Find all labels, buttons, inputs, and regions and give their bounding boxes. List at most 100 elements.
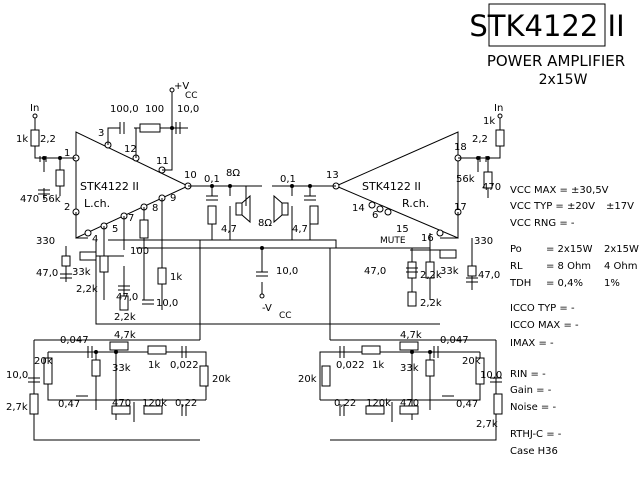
pin-15-node — [384, 208, 392, 216]
channel-right-label: R.ch. — [402, 197, 429, 210]
spec-vcc-typ-alt: ±17V — [606, 201, 634, 212]
speakers — [235, 194, 289, 224]
input-right-label: In — [494, 103, 503, 114]
svg-text:20k: 20k — [34, 356, 53, 367]
svg-text:330: 330 — [36, 236, 55, 247]
svg-text:2,2: 2,2 — [472, 134, 488, 145]
svg-text:100: 100 — [130, 246, 149, 257]
svg-text:2,2k: 2,2k — [420, 298, 442, 309]
neg-vcc-label: -V — [262, 303, 272, 314]
spec-gain: Gain = - — [510, 385, 552, 396]
svg-text:33k: 33k — [112, 363, 131, 374]
spec-vcc-max: VCC MAX = ±30,5V — [510, 185, 609, 196]
pin-4-node — [84, 229, 92, 237]
svg-text:0,47: 0,47 — [456, 399, 478, 410]
spec-tdh-label: TDH — [509, 278, 531, 289]
svg-text:10,0: 10,0 — [276, 266, 298, 277]
amp-triangle-right — [334, 131, 459, 239]
amp-triangle-left — [75, 131, 190, 239]
component-values: In In +V CC -V CC MUTE 1k 2,2 470 56k 10… — [6, 81, 503, 430]
spec-tdh-alt: 1% — [604, 278, 620, 289]
spec-po-alt: 2x15W — [604, 244, 639, 255]
pin-13-label: 13 — [326, 170, 339, 181]
svg-text:47,0: 47,0 — [364, 266, 386, 277]
svg-text:47,0: 47,0 — [36, 268, 58, 279]
vcc-terminal — [169, 87, 175, 93]
pin-1-label: 1 — [64, 148, 70, 159]
junctions — [42, 126, 490, 354]
pin-9-label: 9 — [170, 193, 176, 204]
svg-text:10,0: 10,0 — [156, 298, 178, 309]
pin-11-label: 11 — [156, 156, 169, 167]
svg-text:470: 470 — [20, 194, 39, 205]
svg-text:10,0: 10,0 — [6, 370, 28, 381]
spec-noise: Noise = - — [510, 402, 556, 413]
svg-text:2,2: 2,2 — [40, 134, 56, 145]
pin-14-label: 14 — [352, 203, 365, 214]
pin-10-label: 10 — [184, 170, 197, 181]
pin-16-node — [436, 229, 444, 237]
pin-2-label: 2 — [64, 202, 70, 213]
svg-text:33k: 33k — [400, 363, 419, 374]
channel-left-label: L.ch. — [84, 197, 110, 210]
device-type: POWER AMPLIFIER — [487, 52, 625, 70]
svg-text:1k: 1k — [16, 134, 28, 145]
svg-text:4,7k: 4,7k — [114, 330, 136, 341]
pin-6-label: 6 — [372, 210, 378, 221]
part-number-box — [488, 3, 606, 47]
svg-text:8Ω: 8Ω — [226, 168, 240, 179]
spec-po-value: = 2x15W — [546, 244, 593, 255]
spec-table: VCC MAX = ±30,5V VCC TYP = ±20V ±17V VCC… — [509, 185, 639, 457]
pin-7-label: 7 — [128, 213, 134, 224]
svg-text:0,022: 0,022 — [170, 360, 199, 371]
svg-text:1k: 1k — [170, 272, 182, 283]
pin-14-node — [368, 201, 376, 209]
pin-17-label: 17 — [454, 202, 467, 213]
svg-text:330: 330 — [474, 236, 493, 247]
svg-text:2,2k: 2,2k — [76, 284, 98, 295]
spec-rin: RIN = - — [510, 369, 546, 380]
svg-text:4,7: 4,7 — [292, 224, 308, 235]
pin-6-node — [376, 205, 384, 213]
svg-text:100: 100 — [145, 104, 164, 115]
device-output: 2x15W — [539, 72, 588, 88]
input-left-terminal — [32, 113, 38, 119]
svg-text:20k: 20k — [212, 374, 231, 385]
pin-16-label: 16 — [421, 233, 434, 244]
svg-text:8Ω: 8Ω — [258, 218, 272, 229]
svg-text:0,047: 0,047 — [440, 335, 469, 346]
svg-text:0,022: 0,022 — [336, 360, 365, 371]
svg-text:100,0: 100,0 — [110, 104, 139, 115]
svg-text:0,22: 0,22 — [334, 398, 356, 409]
neg-vcc-sub: CC — [279, 311, 292, 321]
svg-text:2,2k: 2,2k — [114, 312, 136, 323]
spec-rthj: RTHJ-C = - — [510, 429, 562, 440]
input-left-label: In — [30, 103, 39, 114]
input-right-terminal — [497, 113, 503, 119]
svg-text:0,22: 0,22 — [175, 398, 197, 409]
ic-label-left: STK4122 II — [80, 180, 139, 193]
svg-text:4,7k: 4,7k — [400, 330, 422, 341]
part-number: STK4122 II — [469, 9, 624, 43]
svg-text:10,0: 10,0 — [177, 104, 199, 115]
svg-text:2,7k: 2,7k — [476, 419, 498, 430]
spec-rl-label: RL — [510, 261, 523, 272]
spec-vcc-rng: VCC RNG = - — [510, 218, 575, 229]
svg-text:0,47: 0,47 — [58, 399, 80, 410]
pin-5-label: 5 — [112, 224, 118, 235]
spec-rl-value: = 8 Ohm — [546, 261, 591, 272]
capacitors — [28, 122, 502, 416]
spec-vcc-typ: VCC TYP = ±20V — [510, 201, 595, 212]
pin-8-label: 8 — [152, 203, 158, 214]
svg-text:120k: 120k — [142, 398, 167, 409]
svg-text:2,7k: 2,7k — [6, 402, 28, 413]
svg-text:470: 470 — [400, 398, 419, 409]
svg-text:470: 470 — [112, 398, 131, 409]
svg-text:47,0: 47,0 — [478, 270, 500, 281]
svg-text:10,0: 10,0 — [480, 370, 502, 381]
svg-text:20k: 20k — [298, 374, 317, 385]
svg-text:0,047: 0,047 — [60, 335, 89, 346]
pin-3-label: 3 — [98, 128, 104, 139]
